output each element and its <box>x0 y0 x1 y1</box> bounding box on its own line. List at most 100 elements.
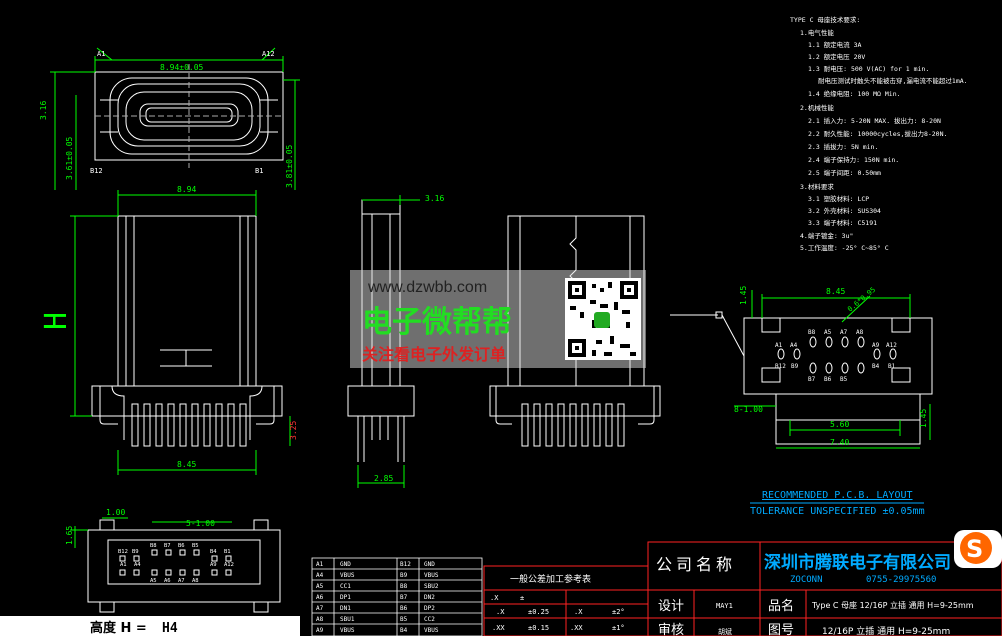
bv-dim-c: 1.65 <box>65 526 74 545</box>
pcb-pin-bot-4: B5 <box>840 376 848 383</box>
tol-r2-0: .X <box>496 608 505 616</box>
pin-table-cell: SBU2 <box>424 583 439 590</box>
tol-r3-0: .XX <box>492 624 505 632</box>
pin-table-cell: B12 <box>400 561 411 568</box>
tb-phone: 0755-29975560 <box>866 575 936 585</box>
pcb-pin-top-4: A7 <box>840 329 848 336</box>
watermark-url: www.dzwbb.com <box>367 279 487 296</box>
pin-table-cell: DN2 <box>424 594 435 601</box>
pin-label-b12: B12 <box>90 167 103 175</box>
tb-review-value: 胡斌 <box>718 627 732 636</box>
notes-s3-1: 3.1 塑胶材料: LCP <box>808 194 869 203</box>
bv-pin-top-2: B8 <box>150 543 157 549</box>
bv-pin-bot-5: A8 <box>192 578 199 584</box>
pin-table-cell: DP2 <box>424 605 435 612</box>
bv-pin-top-1: B9 <box>132 549 139 555</box>
dim-front-side: 3.25 <box>289 421 298 440</box>
bv-pin-bot-7: A12 <box>224 562 234 568</box>
tb-company-en: ZOCONN <box>790 575 823 585</box>
front-view <box>91 215 283 440</box>
dim-front-bottom: 8.45 <box>177 460 196 469</box>
watermark-slogan: 关注看电子外发订单 <box>362 345 506 364</box>
top-view <box>94 64 284 168</box>
pin-table-cell: DN1 <box>340 605 351 612</box>
pin-table-cell: DP1 <box>340 594 351 601</box>
notes-s5: 5.工作温度: -25° C~85° C <box>800 243 889 252</box>
tol-r2-3: ±2° <box>612 608 625 616</box>
logo-letter: S <box>966 535 983 563</box>
pcb-dim-top: 8.45 <box>826 287 845 296</box>
pcb-dim-bottom1: 5.60 <box>830 420 849 429</box>
bottom-view-pin-labels: B12 B9 B8 B7 B6 B5 B4 B1 A1 A4 A5 A6 A7 … <box>118 543 234 584</box>
pcb-pin-bot-1: B9 <box>791 363 799 370</box>
pin-label-b1: B1 <box>255 167 263 175</box>
pcb-pin-top-0: A1 <box>775 342 783 349</box>
watermark: www.dzwbb.com 电子微帮帮 关注看电子外发订单 <box>350 270 646 368</box>
pcb-pin-bot-6: B1 <box>888 363 896 370</box>
notes-s2-2: 2.2 耐久性能: 10000cycles,拔出力8-20N. <box>808 129 947 138</box>
pcb-pin-labels-top: A1 A4 B8 A5 A7 A8 A9 A12 <box>775 329 897 349</box>
notes-s2-4: 2.4 端子保持力: 150N min. <box>808 155 899 164</box>
watermark-name: 电子微帮帮 <box>362 305 512 340</box>
pcb-dim-diag: 0.6*0.95 <box>846 286 877 314</box>
bottom-view-dims <box>70 517 232 548</box>
pcb-pads <box>777 336 897 374</box>
tol-rows: .X ± .X ±0.25 .X ±2° .XX ±0.15 .XX ±1° <box>490 594 625 632</box>
title-block-grid <box>647 541 1002 636</box>
bv-pin-bot-3: A6 <box>164 578 171 584</box>
top-view-dims <box>50 47 300 190</box>
tb-design-label: 设计 <box>658 599 684 614</box>
tol-r3-1: ±0.15 <box>528 624 549 632</box>
front-view-pins <box>131 403 247 447</box>
dim-side-bottom: 2.85 <box>374 474 393 483</box>
dim-top-r: 3.81±0.05 <box>285 144 294 188</box>
bottom-view <box>87 519 281 613</box>
bv-pin-top-7: B1 <box>224 549 231 555</box>
tb-drawing-value: 12/16P 立插 通用 H=9-25mm <box>822 625 950 636</box>
pin-table-cell: GND <box>424 561 435 568</box>
bv-pin-bot-6: A9 <box>210 562 217 568</box>
pin-table-cell: B4 <box>400 627 408 634</box>
pcb-pin-top-6: A9 <box>872 342 880 349</box>
front-view-dims <box>70 190 291 475</box>
tb-review-label: 审核 <box>658 623 684 636</box>
pin-table-cell: VBUS <box>424 627 439 634</box>
tb-design-value: MAY1 <box>716 602 733 610</box>
tol-r1-0: .X <box>490 594 499 602</box>
pcb-dim-right: 1.45 <box>919 409 928 428</box>
pin-table-cell: A9 <box>316 627 324 634</box>
pin-table-cell: CC2 <box>424 616 435 623</box>
notes-s3-3: 3.3 端子材料: C5191 <box>808 218 877 227</box>
notes-s4: 4.端子镀金: 3u" <box>800 231 853 240</box>
pin-table-cell: A5 <box>316 583 324 590</box>
pin-table-cell: A7 <box>316 605 324 612</box>
pin-table-cell: VBUS <box>424 572 439 579</box>
pin-table-cell: VBUS <box>340 572 355 579</box>
tech-notes: TYPE C 母座技术要求: 1.电气性能 1.1 额定电流 3A 1.2 额定… <box>790 15 968 252</box>
notes-s2-5: 2.5 端子间距: 0.50mm <box>808 168 881 177</box>
height-label: 高度 H = <box>90 620 147 636</box>
pcb-pin-bot-2: B7 <box>808 376 816 383</box>
bv-pin-top-5: B5 <box>192 543 199 549</box>
pcb-dim-left2: 8-1.00 <box>734 405 763 414</box>
bv-pin-top-4: B6 <box>178 543 185 549</box>
dim-top-width: 8.94±0.05 <box>160 63 204 72</box>
notes-s3-2: 3.2 外壳材料: SUS304 <box>808 206 881 215</box>
notes-s3: 3.材料要求 <box>800 182 834 191</box>
height-value: H4 <box>162 621 178 636</box>
pin-table-cell: GND <box>340 561 351 568</box>
dim-front-top: 8.94 <box>177 185 196 194</box>
pcb-pin-bot-0: B12 <box>775 363 786 370</box>
pin-table-cell: A6 <box>316 594 324 601</box>
bv-pin-top-3: B7 <box>164 543 171 549</box>
pin-table-cell: B9 <box>400 572 408 579</box>
bv-pin-bot-4: A7 <box>178 578 185 584</box>
pcb-dim-left: 1.45 <box>739 286 748 305</box>
tb-company-name: 深圳市腾联电子有限公司 <box>764 552 951 573</box>
dim-front-h: H <box>39 312 74 330</box>
tol-r2-2: .X <box>574 608 583 616</box>
pin-table-cell: VBUS <box>340 627 355 634</box>
bottom-view-pads <box>119 549 232 576</box>
tol-r3-2: .XX <box>570 624 583 632</box>
